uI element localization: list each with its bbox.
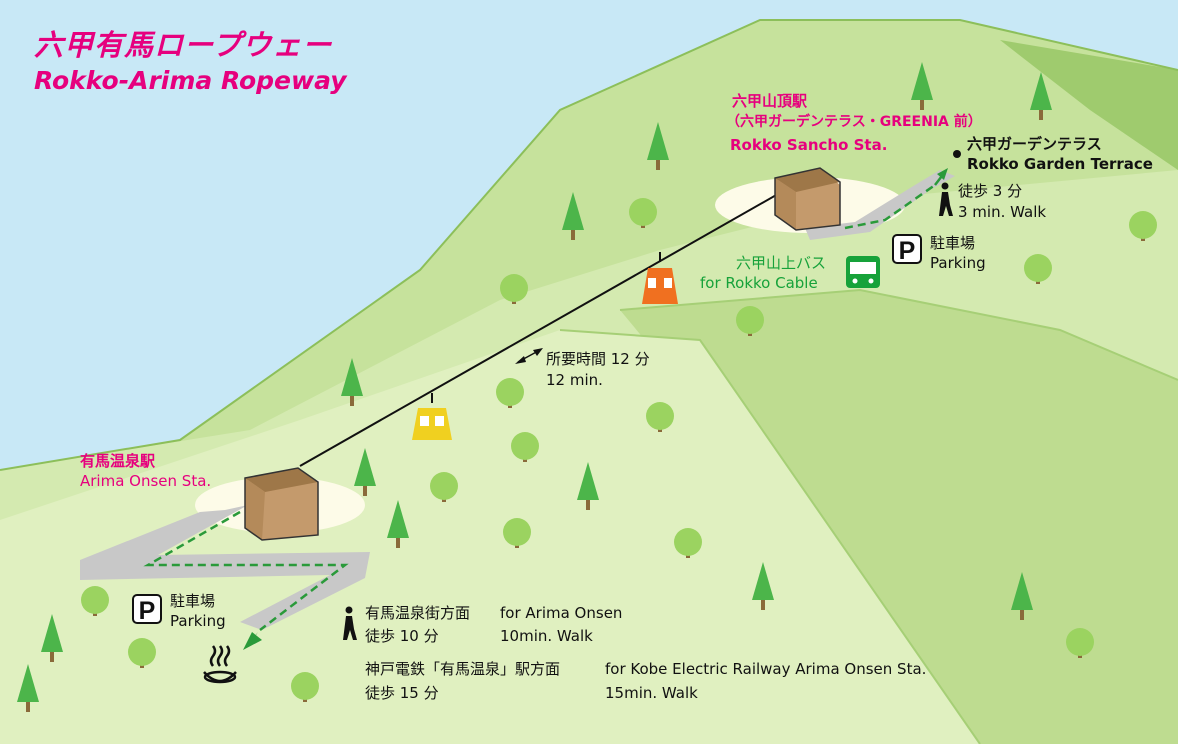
garden-terrace-walk-ja: 徒歩 3 分 — [958, 182, 1023, 200]
gondola-icon — [642, 252, 678, 304]
garden-terrace-walk-en: 3 min. Walk — [958, 203, 1047, 221]
bus-label-en: for Rokko Cable — [700, 274, 818, 292]
location-dot-icon — [953, 150, 961, 158]
parking-icon: P — [892, 234, 922, 265]
kobe-railway-route-ja: 神戸電鉄「有馬温泉」駅方面 — [365, 660, 561, 678]
arima-station-name-ja: 有馬温泉駅 — [80, 452, 156, 470]
summit-station-name-ja: 六甲山頂駅 — [732, 92, 808, 110]
walk-icon — [343, 606, 357, 640]
parking-icon: P — [132, 594, 162, 625]
travel-time-en: 12 min. — [546, 371, 603, 389]
map-title-en: Rokko-Arima Ropeway — [34, 66, 347, 95]
kobe-railway-walk-ja: 徒歩 15 分 — [365, 684, 439, 702]
garden-terrace-name-en: Rokko Garden Terrace — [967, 155, 1153, 173]
parking-top-ja: 駐車場 — [930, 234, 976, 252]
hot-spring-icon — [203, 645, 237, 684]
gondola-icon — [412, 393, 452, 440]
onsen-town-walk-en: 10min. Walk — [500, 627, 593, 645]
parking-bottom-ja: 駐車場 — [170, 592, 216, 610]
parking-top-en: Parking — [930, 254, 986, 272]
summit-station-name-en: Rokko Sancho Sta. — [730, 136, 888, 154]
onsen-town-route-ja: 有馬温泉街方面 — [365, 604, 471, 622]
map-title-ja: 六甲有馬ロープウェー — [34, 28, 333, 62]
walk-icon — [939, 182, 953, 216]
bus-icon — [846, 256, 880, 288]
kobe-railway-route-en: for Kobe Electric Railway Arima Onsen St… — [605, 660, 927, 678]
parking-bottom-en: Parking — [170, 612, 226, 630]
onsen-town-route-en: for Arima Onsen — [500, 604, 623, 622]
travel-time-ja: 所要時間 12 分 — [546, 350, 650, 368]
summit-station-sub-ja: （六甲ガーデンテラス・GREENIA 前） — [726, 114, 982, 130]
direction-arrow-icon — [515, 348, 543, 364]
kobe-railway-walk-en: 15min. Walk — [605, 684, 698, 702]
garden-terrace-name-ja: 六甲ガーデンテラス — [967, 135, 1102, 153]
onsen-town-walk-ja: 徒歩 10 分 — [365, 627, 439, 645]
bus-label-ja: 六甲山上バス — [736, 254, 827, 272]
arima-station-name-en: Arima Onsen Sta. — [80, 472, 212, 490]
